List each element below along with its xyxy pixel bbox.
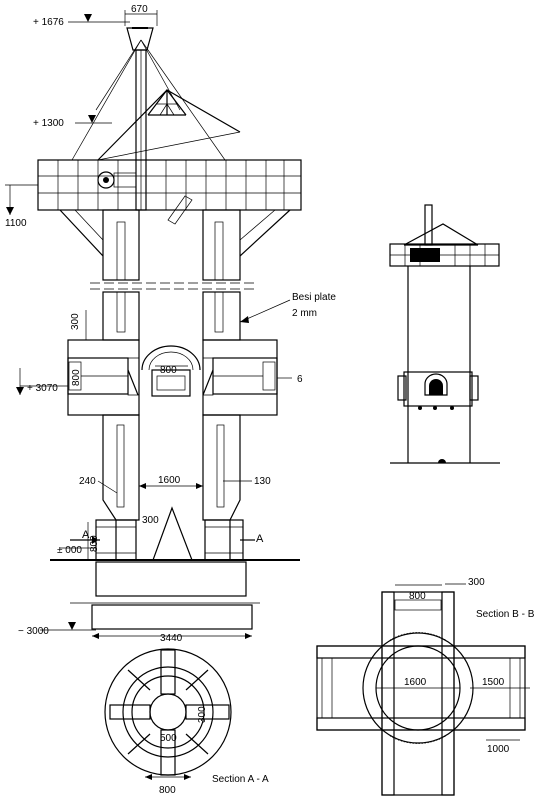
- sec-b-800-label: 800: [409, 591, 426, 602]
- base-3440-label: 3440: [160, 633, 183, 644]
- roof-frame: [71, 39, 241, 161]
- elev-1300-label: + 1300: [33, 118, 64, 129]
- cone-300-label: 300: [142, 515, 159, 526]
- sec-a-title: Section A - A: [212, 774, 269, 785]
- door-800-label: 800: [160, 365, 177, 376]
- main-elevation: [5, 10, 302, 639]
- sec-a-500-label: 500: [160, 733, 177, 744]
- section-b: [316, 583, 530, 796]
- sec-b-title: Section B - B: [476, 609, 535, 620]
- burner-collar: [67, 339, 278, 416]
- elev-3070-label: + 3070: [27, 383, 58, 394]
- section-a-mark-right: A: [256, 533, 264, 545]
- sec-b-300-label: 300: [468, 577, 485, 588]
- section-a: [104, 648, 232, 780]
- side-6-label: 6: [297, 374, 303, 385]
- wall-300-label: 300: [70, 313, 81, 330]
- sec-b-1500-label: 1500: [482, 677, 505, 688]
- elev-000-label: ± 000: [57, 545, 82, 556]
- elev-minus-3000-label: − 3000: [18, 626, 49, 637]
- foundation: [50, 559, 300, 630]
- sec-b-1000-label: 1000: [487, 744, 510, 755]
- right-130-label: 130: [254, 476, 271, 487]
- sec-a-300-label: 300: [197, 706, 208, 723]
- left-240-label: 240: [79, 476, 96, 487]
- lower-shaft: [95, 414, 244, 561]
- sec-a-800-label: 800: [159, 785, 176, 796]
- shaft-walls: [90, 209, 255, 341]
- ash-cone: [152, 506, 193, 561]
- access-door: [141, 345, 201, 397]
- left-800-label: 800: [89, 535, 100, 552]
- inner-1600-label: 1600: [158, 475, 181, 486]
- sec-b-1600-label: 1600: [404, 677, 427, 688]
- top-width-label: 670: [131, 4, 148, 15]
- besi-plate-label-1: Besi plate: [292, 292, 336, 303]
- small-elevation: [389, 204, 500, 464]
- elev-top-label: + 1676: [33, 17, 64, 28]
- besi-plate-label-2: 2 mm: [292, 308, 317, 319]
- section-a-mark-left: A: [82, 529, 90, 541]
- port-800-label: 800: [71, 369, 82, 386]
- elev-1100-label: 1100: [5, 218, 27, 229]
- platform-grid: [37, 159, 302, 225]
